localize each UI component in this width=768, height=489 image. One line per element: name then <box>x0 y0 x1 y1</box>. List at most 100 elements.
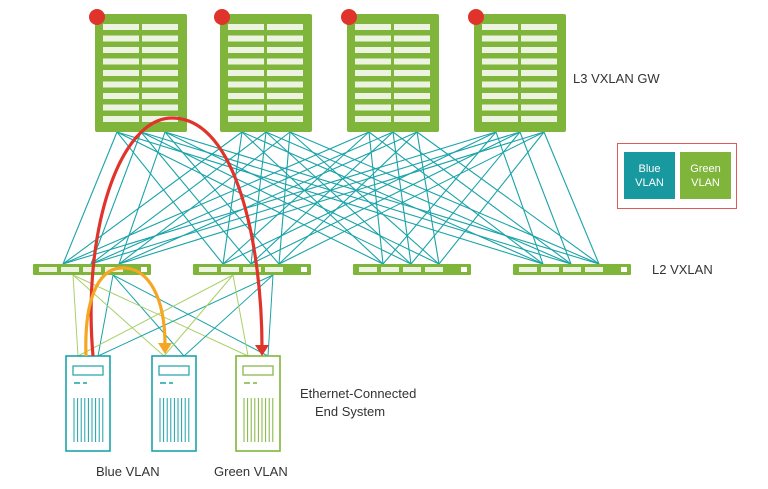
leaf-switch-3 <box>353 264 471 275</box>
spine-chassis <box>347 14 439 132</box>
port-module <box>394 24 430 30</box>
legend-blue-vlan-swatch: Blue VLAN <box>624 152 675 199</box>
leaf-server-links <box>72 274 274 357</box>
spine-leaf-link <box>140 131 252 265</box>
leaf-led <box>141 267 147 272</box>
leaf-port <box>359 267 377 272</box>
spine-leaf-link <box>118 131 291 265</box>
port-module <box>103 104 139 111</box>
port-module <box>103 116 139 122</box>
spine-leaf-link <box>118 131 166 265</box>
traffic-arrows <box>84 116 269 357</box>
tower-server-icon <box>151 355 197 452</box>
port-module <box>103 47 139 53</box>
leaf-port <box>403 267 421 272</box>
port-module <box>267 24 303 30</box>
orange-arrowhead-icon <box>158 343 172 354</box>
spine-leaf-link <box>222 131 370 265</box>
leaf-server-link <box>232 274 249 357</box>
spine-leaf-link <box>222 131 243 265</box>
leaf-switch-4 <box>513 264 631 275</box>
spine-leaf-link <box>222 131 497 265</box>
spine-leaf-link <box>62 131 370 265</box>
spine-leaf-link <box>416 131 440 265</box>
spine-switch-4 <box>468 9 566 132</box>
spine-leaf-link <box>438 131 545 265</box>
leaf-led <box>301 267 307 272</box>
port-module <box>142 93 178 99</box>
port-module <box>482 35 518 42</box>
port-module <box>267 58 303 65</box>
spine-leaf-link <box>90 131 142 265</box>
spine-chassis <box>95 14 187 132</box>
spine-leaf-link <box>368 131 384 265</box>
leaf-server-link <box>163 274 234 357</box>
port-module <box>103 58 139 65</box>
port-module <box>142 81 178 88</box>
port-module <box>521 81 557 88</box>
spine-leaf-link <box>90 131 521 265</box>
spine-leaf-link <box>164 131 280 265</box>
leaf-server-link <box>77 274 234 357</box>
vlan-legend: Blue VLAN Green VLAN <box>617 143 737 209</box>
port-module <box>267 93 303 99</box>
spine-switch-3 <box>341 9 439 132</box>
port-module <box>103 35 139 42</box>
legend-green-vlan-swatch: Green VLAN <box>680 152 731 199</box>
server-bay <box>158 365 190 376</box>
red-status-dot-icon <box>341 9 357 25</box>
leaf-port <box>519 267 537 272</box>
spine-switch-1 <box>89 9 187 132</box>
tower-server-icon <box>235 355 281 452</box>
leaf-port <box>585 267 603 272</box>
spine-leaf-link <box>118 131 418 265</box>
red-status-dot-icon <box>89 9 105 25</box>
port-module <box>103 93 139 99</box>
port-module <box>521 58 557 65</box>
spine-leaf-link <box>265 131 412 265</box>
port-module <box>482 47 518 53</box>
port-module <box>482 116 518 122</box>
spine-leaf-link <box>241 131 384 265</box>
port-module <box>394 93 430 99</box>
port-module <box>482 58 518 65</box>
port-module <box>355 58 391 65</box>
spine-leaf-link <box>519 131 572 265</box>
leaf-server-link <box>72 274 165 357</box>
port-module <box>355 81 391 88</box>
leaf-switch-2 <box>193 264 311 275</box>
port-module <box>394 81 430 88</box>
port-module <box>394 116 430 122</box>
leaf-server-link <box>72 274 249 357</box>
port-module <box>142 70 178 76</box>
spine-chassis <box>220 14 312 132</box>
port-module <box>142 24 178 30</box>
port-module <box>521 35 557 42</box>
blue-vlan-label: Blue VLAN <box>96 464 160 479</box>
spine-leaf-link <box>278 131 418 265</box>
port-module <box>267 81 303 88</box>
spine-leaf-link <box>90 131 267 265</box>
port-module <box>394 58 430 65</box>
leaf-server-link <box>97 274 274 357</box>
port-module <box>228 104 264 111</box>
spine-leaf-link <box>116 131 384 265</box>
leaf-server-link <box>267 274 274 357</box>
port-module <box>394 35 430 42</box>
port-module <box>482 24 518 30</box>
port-module <box>482 81 518 88</box>
server-bay <box>242 365 274 376</box>
port-module <box>482 70 518 76</box>
leaf-port <box>39 267 57 272</box>
spine-leaf-link <box>164 131 600 265</box>
port-module <box>228 81 264 88</box>
port-module <box>267 104 303 111</box>
leaf-port <box>61 267 79 272</box>
spine-leaf-link <box>62 131 497 265</box>
red-status-dot-icon <box>214 9 230 25</box>
red-arrowhead-icon <box>255 345 269 356</box>
end-system-servers <box>65 355 281 452</box>
port-module <box>394 104 430 111</box>
port-module <box>267 47 303 53</box>
port-module <box>228 35 264 42</box>
